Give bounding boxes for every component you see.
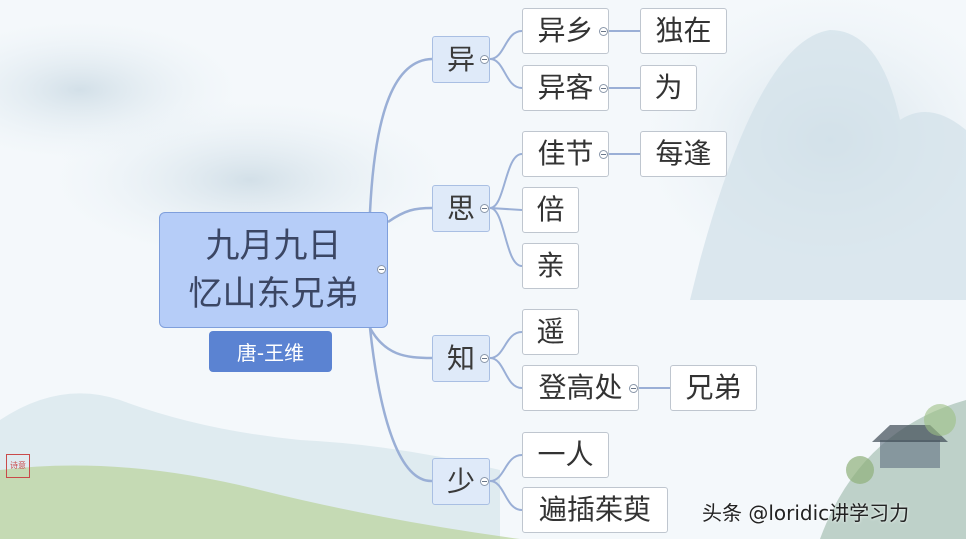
watermark-text: 头条 @loridic讲学习力 bbox=[702, 501, 910, 525]
topic-bianchazhuyu[interactable]: 遍插茱萸 bbox=[522, 487, 668, 533]
author-label: 唐-王维 bbox=[209, 331, 332, 372]
topic-qin[interactable]: 亲 bbox=[522, 243, 579, 289]
topic-yixiang[interactable]: 异乡 bbox=[522, 8, 609, 54]
collapse-toggle-icon[interactable] bbox=[599, 27, 608, 36]
collapse-toggle-icon[interactable] bbox=[480, 55, 489, 64]
topic-yao[interactable]: 遥 bbox=[522, 309, 579, 355]
collapse-toggle-icon[interactable] bbox=[377, 265, 386, 274]
topic-yiren[interactable]: 一人 bbox=[522, 432, 609, 478]
topic-wei[interactable]: 为 bbox=[640, 65, 697, 111]
collapse-toggle-icon[interactable] bbox=[599, 84, 608, 93]
topic-yike[interactable]: 异客 bbox=[522, 65, 609, 111]
collapse-toggle-icon[interactable] bbox=[480, 477, 489, 486]
root-title-line2: 忆山东兄弟 bbox=[188, 274, 359, 314]
root-title-line1: 九月九日 bbox=[205, 226, 342, 266]
topic-bei[interactable]: 倍 bbox=[522, 187, 579, 233]
root-topic[interactable]: 九月九日 忆山东兄弟 bbox=[159, 212, 388, 328]
topic-jiajie[interactable]: 佳节 bbox=[522, 131, 609, 177]
topic-denggaochu[interactable]: 登高处 bbox=[522, 365, 639, 411]
collapse-toggle-icon[interactable] bbox=[599, 150, 608, 159]
collapse-toggle-icon[interactable] bbox=[480, 354, 489, 363]
topic-meifeng[interactable]: 每逢 bbox=[640, 131, 727, 177]
collapse-toggle-icon[interactable] bbox=[480, 204, 489, 213]
collapse-toggle-icon[interactable] bbox=[629, 384, 638, 393]
topic-duzai[interactable]: 独在 bbox=[640, 8, 727, 54]
seal-stamp: 诗意 bbox=[6, 454, 30, 478]
topic-xiongdi[interactable]: 兄弟 bbox=[670, 365, 757, 411]
